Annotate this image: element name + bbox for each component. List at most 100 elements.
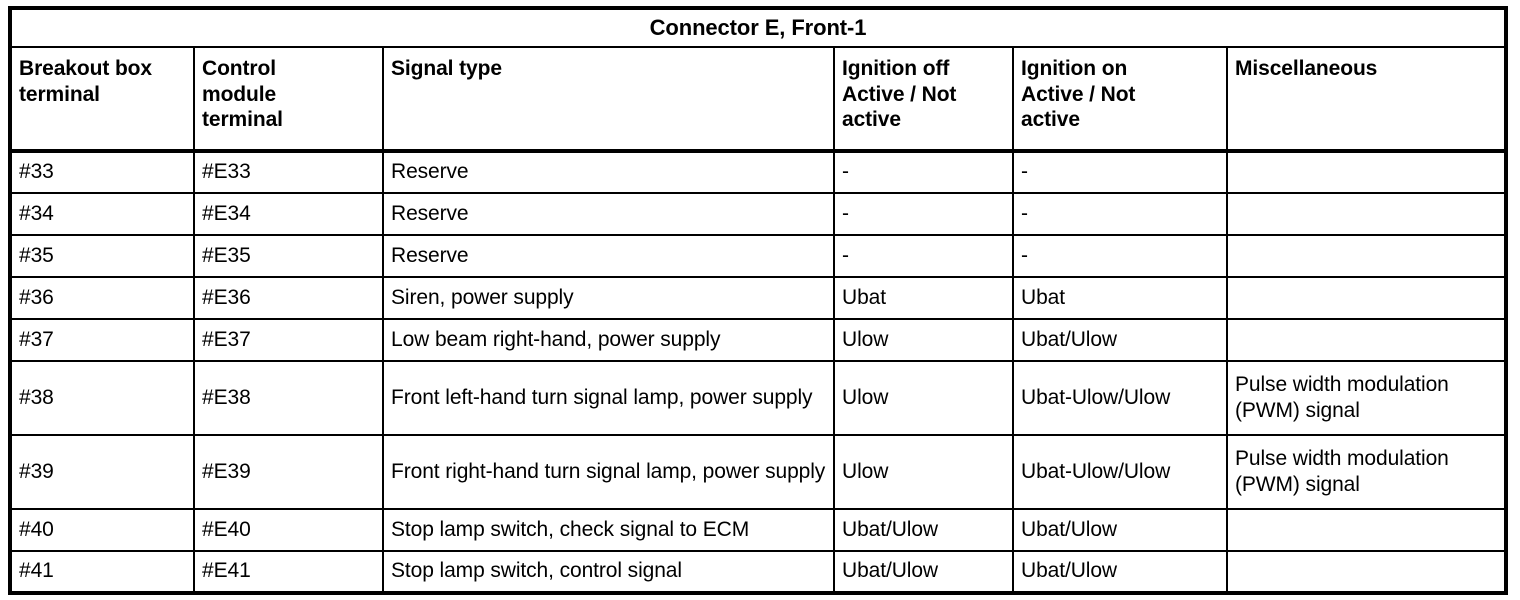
cell-miscellaneous [1227,551,1506,593]
cell-value: #E33 [202,160,251,184]
cell-value: Front right-hand turn signal lamp, power… [391,459,826,483]
cell-value: #E39 [202,459,251,483]
cell-value: - [1021,243,1028,267]
cell-value: #40 [19,517,54,541]
cell-signal-type: Siren, power supply [383,277,835,320]
table-row[interactable]: #34 #E34 Reserve - - [10,193,1506,236]
cell-ignition-off: Ubat/Ulow [834,551,1014,593]
cell-ignition-off: - [834,235,1014,278]
cell-empty [1235,571,1497,572]
cell-ignition-off: - [834,151,1014,194]
column-header-control-module-terminal[interactable]: Control module terminal [194,47,384,153]
cell-ignition-on: Ubat-Ulow/Ulow [1013,361,1228,436]
cell-ignition-off: - [834,193,1014,236]
cell-ignition-on: Ubat/Ulow [1013,319,1228,362]
cell-control-module-terminal: #E36 [194,277,384,320]
cell-signal-type: Reserve [383,235,835,278]
cell-value: Reserve [391,160,469,184]
column-header-ignition-off[interactable]: Ignition off Active / Not active [834,47,1014,153]
cell-value: Ubat/Ulow [842,559,938,583]
cell-value: Ulow [842,459,889,483]
connector-spec-table: Connector E, Front-1 Breakout box termin… [8,6,1508,595]
connector-spec-table-container: Connector E, Front-1 Breakout box termin… [8,6,1508,595]
cell-breakout-box-terminal: #41 [10,551,195,593]
cell-breakout-box-terminal: #38 [10,361,195,436]
cell-value: Ubat [842,285,886,309]
cell-empty [1235,297,1497,298]
cell-value: Pulse width modulation (PWM) signal [1235,446,1449,496]
cell-value: Ubat [1021,285,1065,309]
cell-breakout-box-terminal: #37 [10,319,195,362]
cell-value: - [842,201,849,225]
table-row[interactable]: #35 #E35 Reserve -- [10,235,1506,278]
cell-value: #33 [19,160,54,184]
cell-value: Stop lamp switch, check signal to ECM [391,517,750,541]
cell-control-module-terminal: #E33 [194,151,384,194]
cell-signal-type: Front left-hand turn signal lamp, power … [383,361,835,436]
cell-value: - [842,160,849,184]
cell-miscellaneous [1227,235,1506,278]
cell-ignition-on: Ubat-Ulow/Ulow [1013,435,1228,510]
table-title-row: Connector E, Front-1 [10,8,1506,48]
cell-empty [1235,172,1497,173]
cell-value: #E40 [202,517,251,541]
cell-value: Pulse width modulation (PWM) signal [1235,372,1449,422]
cell-empty [1235,529,1497,530]
cell-breakout-box-terminal: #33 [10,151,195,194]
cell-value: Ubat/Ulow [1021,517,1117,541]
cell-value: Front left-hand turn signal lamp, power … [391,385,813,409]
cell-value: Reserve [391,201,469,225]
cell-breakout-box-terminal: #36 [10,277,195,320]
column-header-ignition-on[interactable]: Ignition on Active / Not active [1013,47,1228,153]
cell-value: #E34 [202,201,251,225]
cell-signal-type: Front right-hand turn signal lamp, power… [383,435,835,510]
cell-signal-type: Reserve [383,193,835,236]
column-header-label: Control module terminal [202,57,283,132]
cell-control-module-terminal: #E37 [194,319,384,362]
cell-value: #34 [19,201,54,225]
cell-ignition-on: - [1013,193,1228,236]
column-header-label: Signal type [391,57,502,80]
column-header-label: Miscellaneous [1235,57,1378,80]
cell-ignition-off: Ubat [834,277,1014,320]
cell-control-module-terminal: #E35 [194,235,384,278]
cell-value: #38 [19,385,54,409]
cell-value: Ubat-Ulow/Ulow [1021,459,1171,483]
column-header-label: Ignition off Active / Not active [842,57,957,132]
table-row[interactable]: #40 #E40 Stop lamp switch, check signal to… [10,509,1506,552]
table-row[interactable]: #36#E36 Siren, power supply Ubat Ubat [10,277,1506,320]
table-row[interactable]: #33 #E33 Reserve - - [10,151,1506,194]
cell-value: Ubat/Ulow [842,517,938,541]
cell-breakout-box-terminal: #40 [10,509,195,552]
cell-value: #37 [19,327,54,351]
cell-value: Reserve [391,243,469,267]
cell-signal-type: Reserve [383,151,835,194]
cell-empty [1235,213,1497,214]
column-header-label: Ignition on Active / Not active [1021,57,1136,132]
cell-miscellaneous: Pulse width modulation (PWM) signal [1227,435,1506,510]
cell-value: Siren, power supply [391,285,574,309]
cell-value: Ubat/Ulow [1021,559,1117,583]
cell-value: #E35 [202,243,251,267]
cell-empty [1235,339,1497,340]
cell-value: #35 [19,243,54,267]
cell-value: #E41 [202,559,251,583]
table-title: Connector E, Front-1 [10,8,1506,48]
cell-ignition-on: - [1013,235,1228,278]
column-header-miscellaneous[interactable]: Miscellaneous [1227,47,1506,153]
cell-value: - [1021,160,1028,184]
cell-ignition-on: Ubat/Ulow [1013,551,1228,593]
cell-value: #E37 [202,327,251,351]
column-header-signal-type[interactable]: Signal type [383,47,835,153]
cell-value: #41 [19,559,54,583]
cell-control-module-terminal: #E41 [194,551,384,593]
cell-value: Ubat/Ulow [1021,327,1117,351]
column-header-breakout-box-terminal[interactable]: Breakout box terminal [10,47,195,153]
